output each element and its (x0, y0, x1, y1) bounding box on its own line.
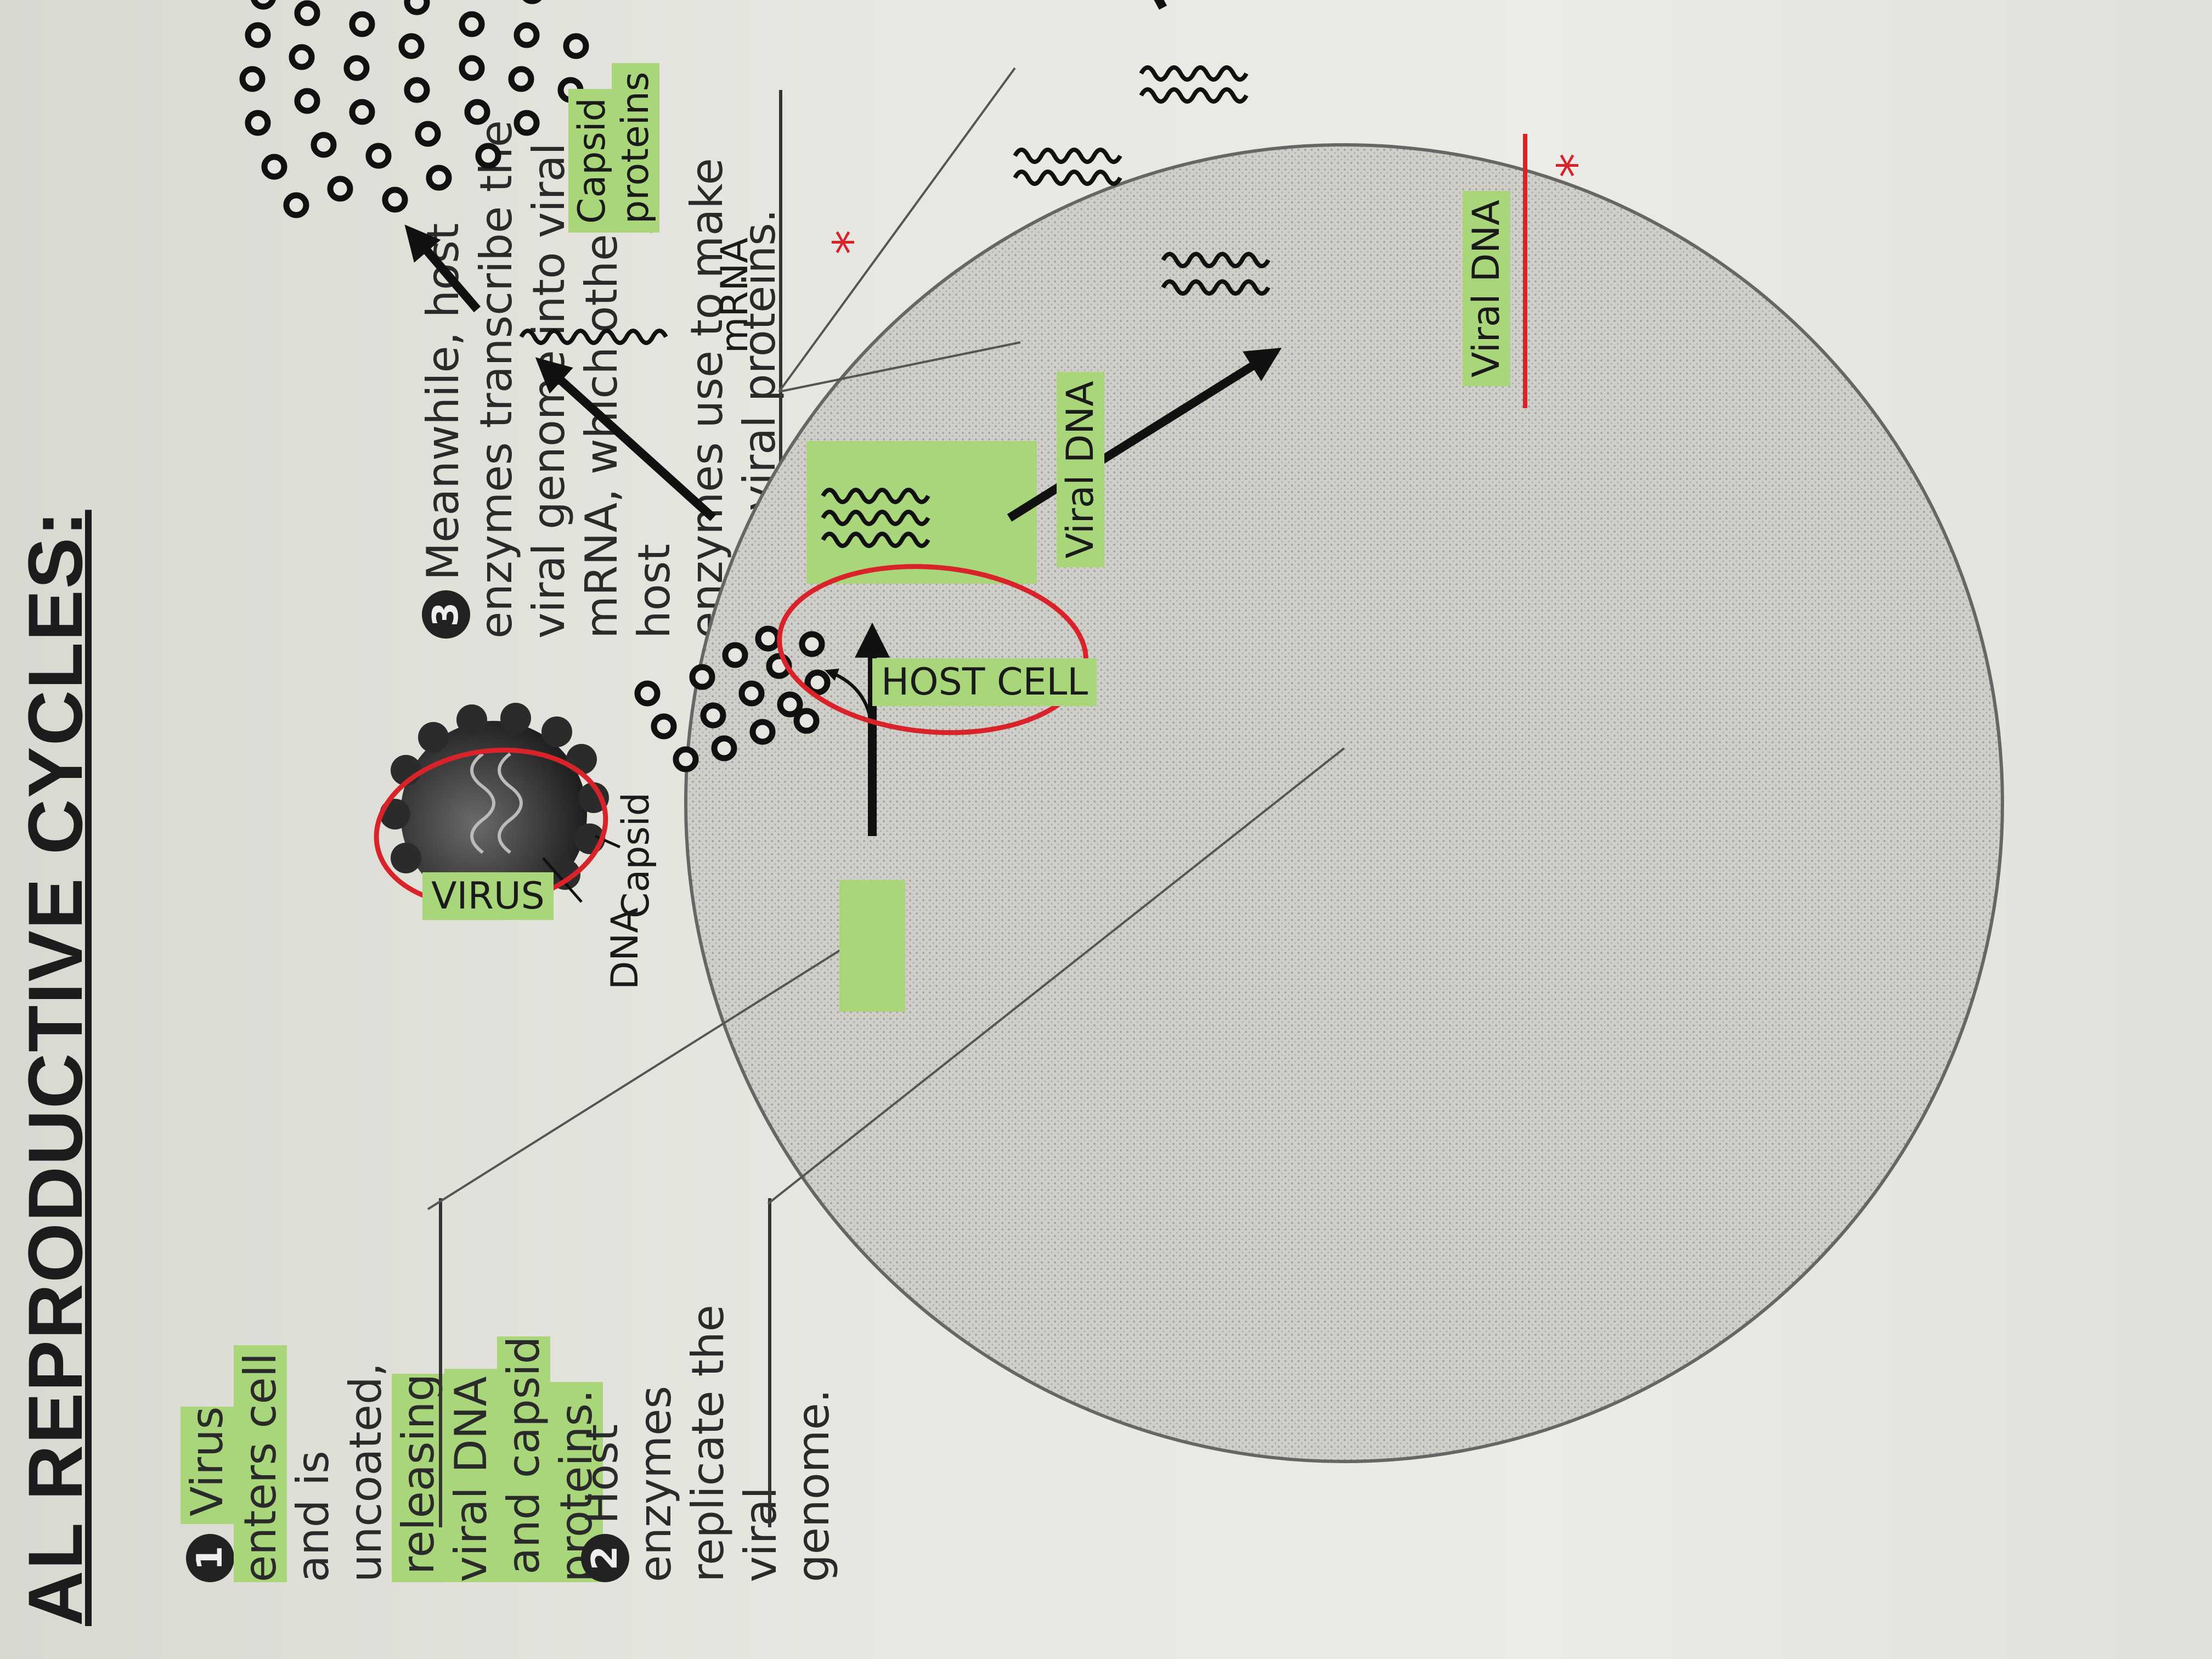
mrna-label: mRNA (713, 238, 757, 353)
capsid-proteins-label: Capsid proteins (568, 63, 659, 233)
dna-label: DNA (603, 907, 647, 990)
arrow-to-capsid-proteins (404, 224, 481, 313)
host-cell-label: HOST CELL (872, 658, 1097, 706)
capsid-label: Capsid (614, 792, 658, 918)
host-cell (684, 143, 2004, 1463)
viral-dna-label-bottom: Viral DNA (1463, 191, 1510, 386)
star-annotation-capsid: * (823, 230, 881, 255)
viral-dna-label-top: Viral DNA (1057, 372, 1104, 567)
arrow-dna-to-assembly (1065, 0, 1167, 10)
pointer-line-step-3b (778, 67, 1016, 393)
pointer-line-step-1 (427, 939, 857, 1210)
arrow-to-replication (1007, 347, 1282, 522)
pointer-line-step-3a (778, 341, 1021, 393)
pointer-line-step-2 (767, 747, 1345, 1205)
viral-dna-highlight (806, 441, 1037, 584)
capsid-protein-cluster (242, 0, 586, 215)
uncoating-arrow (825, 668, 874, 738)
mrna-strand (521, 331, 666, 343)
star-annotation-viral-dna: * (1547, 153, 1605, 178)
virus-label: VIRUS (422, 872, 554, 920)
arrow-to-mrna (535, 357, 716, 521)
entry-arrow-highlight (839, 880, 905, 1012)
